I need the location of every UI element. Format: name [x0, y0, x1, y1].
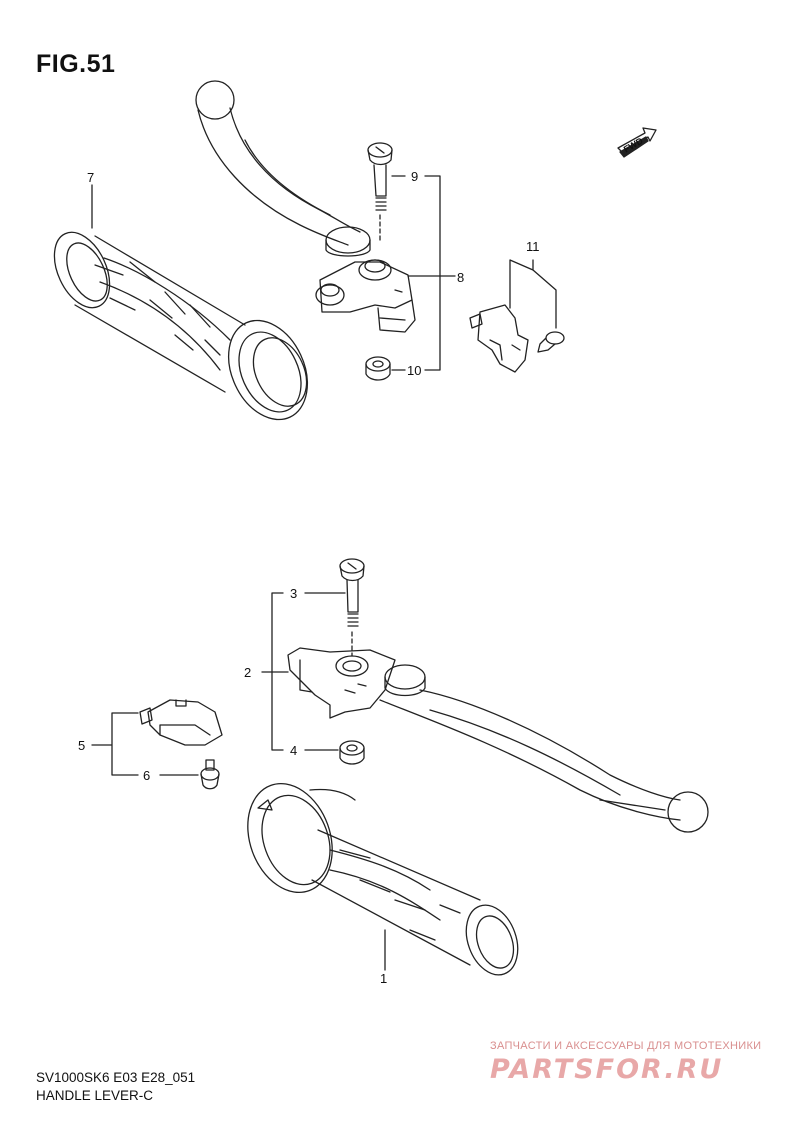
screw-part-6: [200, 759, 220, 790]
callout-6: 6: [143, 768, 151, 783]
fwd-arrow-icon: [617, 127, 657, 158]
watermark-tagline: ЗАПЧАСТИ И АКСЕССУАРЫ ДЛЯ МОТОТЕХНИКИ: [490, 1040, 762, 1052]
brake-switch-part-5: [139, 699, 223, 746]
callout-9: 9: [411, 169, 419, 184]
grip-left-part-7: [53, 231, 308, 421]
callout-2: 2: [244, 665, 252, 680]
callout-7: 7: [87, 170, 95, 185]
model-code: SV1000SK6 E03 E28_051: [36, 1070, 196, 1085]
clutch-lever-part-8: [195, 80, 416, 333]
leader-3: [271, 592, 346, 751]
figure-title: FIG.51: [36, 50, 116, 78]
callout-8: 8: [457, 270, 465, 285]
leader-11: [509, 259, 557, 329]
brake-lever-part-2: [287, 647, 709, 833]
callout-11: 11: [526, 239, 540, 254]
callout-4: 4: [290, 743, 298, 758]
watermark-logo: PARTSFOR.RU: [490, 1054, 724, 1085]
leader-9: [391, 175, 441, 371]
nut-part-4: [339, 740, 365, 765]
clutch-switch-part-11: [469, 304, 565, 373]
diagram-title: HANDLE LEVER-C: [36, 1088, 154, 1103]
pivot-bolt-part-3: [339, 558, 365, 657]
leader-5: [91, 712, 139, 776]
grip-right-part-1: [247, 782, 519, 976]
callout-1: 1: [380, 971, 388, 986]
callout-5: 5: [78, 738, 86, 753]
callout-3: 3: [290, 586, 298, 601]
pivot-bolt-part-9: [367, 142, 393, 241]
nut-part-10: [365, 356, 391, 381]
callout-10: 10: [407, 363, 422, 378]
